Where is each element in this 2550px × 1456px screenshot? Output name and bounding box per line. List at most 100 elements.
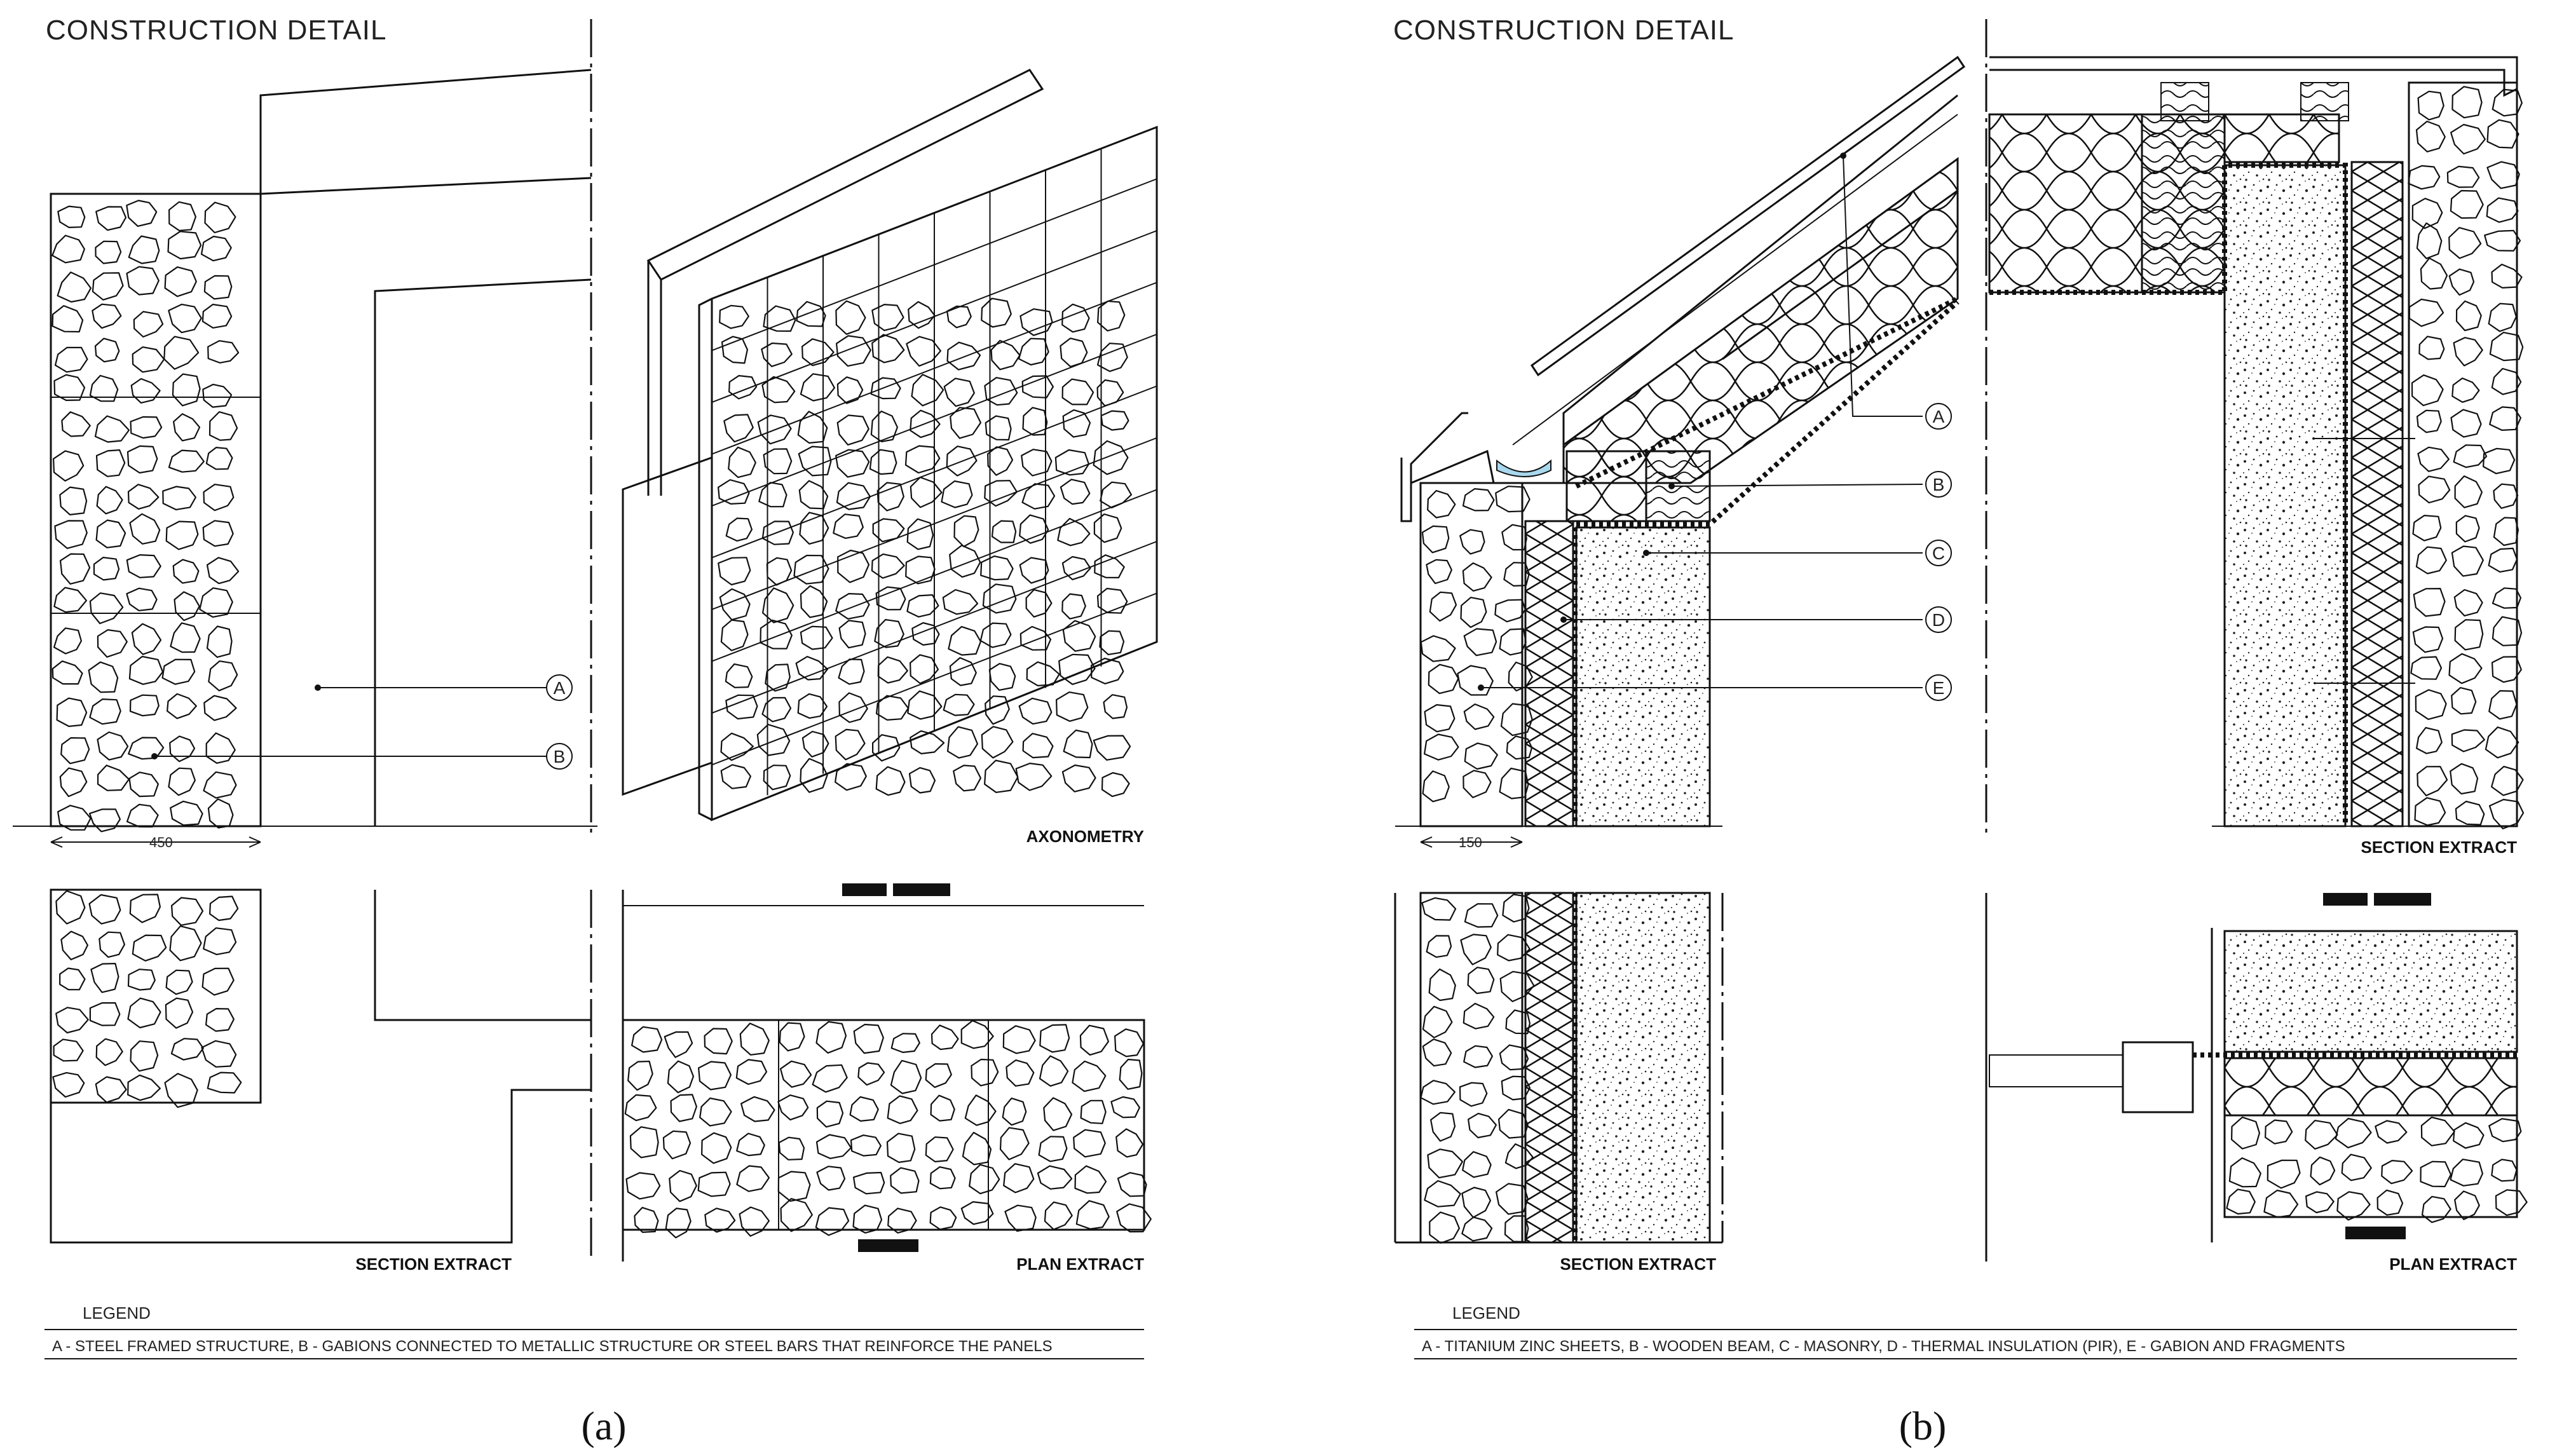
callout-b-e: E	[1933, 678, 1945, 698]
stone	[1463, 628, 1497, 657]
stone	[167, 231, 202, 260]
stone	[1021, 449, 1053, 477]
stone	[168, 767, 196, 796]
stone	[61, 411, 91, 437]
stone	[2415, 546, 2447, 575]
stone	[871, 304, 904, 331]
stone	[960, 1019, 994, 1049]
stone	[736, 1165, 770, 1192]
stone	[164, 266, 197, 297]
stone	[59, 767, 88, 798]
stone	[1462, 1002, 1495, 1030]
stone	[1015, 763, 1053, 791]
stone	[162, 486, 196, 510]
stone	[1018, 697, 1053, 725]
stone	[2416, 726, 2443, 754]
stone	[88, 808, 121, 833]
stone	[1467, 967, 1495, 995]
stone	[1006, 1059, 1035, 1087]
stone	[2416, 222, 2443, 259]
stone	[92, 303, 122, 329]
stone	[90, 963, 119, 993]
stone	[1464, 742, 1498, 770]
stone	[161, 658, 196, 685]
stone	[131, 623, 162, 655]
stone	[51, 235, 85, 264]
stone	[1061, 303, 1090, 333]
stone	[1060, 479, 1091, 505]
stone	[1501, 1075, 1531, 1101]
stone	[99, 931, 125, 958]
stone	[169, 735, 196, 763]
stone	[2415, 120, 2446, 153]
mesh-line	[711, 437, 1157, 610]
stone	[55, 890, 86, 925]
stone	[1063, 729, 1093, 759]
callout-b-c: C	[1932, 543, 1945, 563]
mesh-line	[711, 592, 1157, 766]
stone	[815, 1021, 847, 1054]
stone	[1421, 897, 1457, 921]
mesh-line	[711, 541, 1157, 714]
stone	[1422, 1005, 1453, 1038]
stone	[2492, 616, 2523, 646]
stone	[728, 375, 758, 400]
stone	[1463, 1045, 1493, 1068]
stone	[2418, 336, 2445, 360]
stone	[946, 446, 978, 477]
section-extract-label: SECTION EXTRACT	[355, 1255, 512, 1274]
stone	[2418, 475, 2451, 504]
stone	[2410, 656, 2443, 680]
stone	[2310, 1156, 2336, 1186]
stone	[97, 765, 130, 791]
stone	[793, 554, 829, 585]
stone	[54, 520, 88, 549]
stone	[1096, 587, 1128, 614]
stone	[798, 446, 832, 477]
legend-b-title: LEGEND	[1452, 1303, 1520, 1323]
stone	[800, 758, 828, 793]
stone	[1424, 704, 1456, 733]
stone	[1093, 440, 1129, 475]
stone	[953, 515, 979, 548]
masonry-right	[2223, 164, 2347, 827]
stone	[971, 1058, 999, 1087]
stone	[1094, 554, 1125, 578]
stone	[170, 1038, 204, 1061]
axonometry-mesh	[711, 148, 1157, 796]
stone	[2448, 653, 2483, 684]
stone	[739, 1206, 770, 1237]
stone	[2488, 798, 2525, 829]
stone	[53, 374, 86, 401]
stone	[2492, 88, 2523, 117]
stone	[1037, 1165, 1073, 1190]
stone	[205, 447, 233, 470]
stone	[762, 587, 794, 623]
stone	[795, 656, 828, 681]
stone	[2265, 1119, 2293, 1145]
stone	[2381, 1160, 2413, 1185]
stone	[168, 449, 205, 473]
stone	[906, 336, 941, 367]
section-extract-top-label: SECTION EXTRACT	[2361, 838, 2517, 857]
stone	[2454, 619, 2484, 651]
stone	[962, 1131, 992, 1166]
stone	[53, 450, 85, 482]
stone	[126, 200, 158, 227]
stone	[1116, 1203, 1152, 1233]
stone	[849, 1096, 879, 1122]
stone	[57, 205, 86, 228]
stone	[836, 482, 871, 510]
stone	[941, 480, 973, 508]
stone	[208, 660, 238, 691]
stone	[2495, 1189, 2528, 1216]
stone	[910, 730, 945, 754]
stone	[1061, 593, 1086, 620]
stone	[850, 1134, 882, 1157]
stone	[1043, 1097, 1073, 1131]
stone	[2493, 517, 2519, 547]
stone	[757, 414, 792, 445]
stone	[126, 445, 158, 474]
stone	[200, 235, 232, 262]
stone	[777, 1171, 811, 1202]
